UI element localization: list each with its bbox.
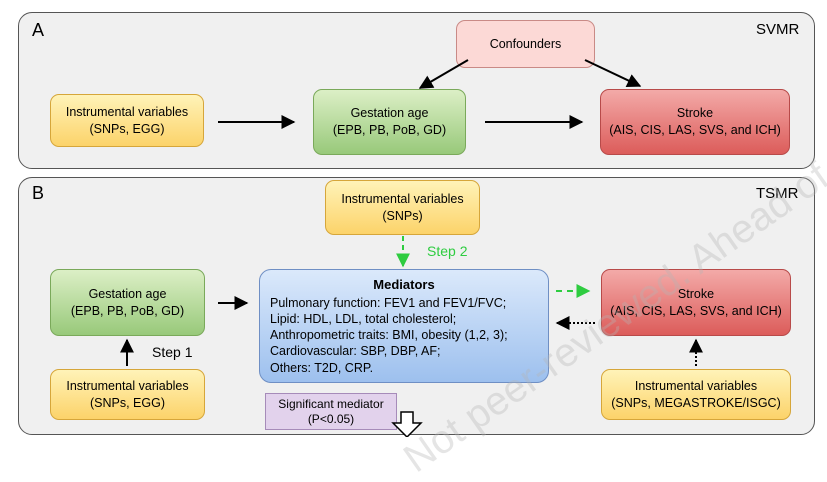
panel-b-instrumental-top-title: Instrumental variables: [341, 191, 464, 206]
panel-b-instrumental-top-detail: (SNPs): [382, 208, 423, 223]
mediator-item: Anthropometric traits: BMI, obesity (1,2…: [270, 328, 508, 343]
panel-b-instrumental-variables-right-box: Instrumental variables (SNPs, MEGASTROKE…: [601, 369, 791, 420]
step-1-label: Step 1: [152, 344, 193, 360]
panel-b-method-label: TSMR: [756, 185, 799, 202]
panel-a-gestation-age-box: Gestation age (EPB, PB, PoB, GD): [313, 89, 466, 155]
panel-b-instrumental-right-title: Instrumental variables: [634, 378, 758, 393]
step-2-label: Step 2: [427, 243, 468, 259]
arrows-layer: [120, 59, 703, 437]
panel-a-method-label: SVMR: [756, 21, 800, 38]
panel-a-stroke-box: Stroke (AIS, CIS, LAS, SVS, and ICH): [600, 89, 790, 155]
panel-b-gestation-detail: (EPB, PB, PoB, GD): [70, 303, 185, 318]
arrow-confounders-to-gestation: [418, 59, 469, 89]
mediators-box: Mediators Pulmonary function: FEV1 and F…: [259, 269, 549, 383]
panel-b-instrumental-left-detail: (SNPs, EGG): [89, 395, 165, 410]
panel-a-gestation-title: Gestation age: [350, 106, 429, 121]
panel-a-instrumental-title: Instrumental variables: [65, 104, 189, 119]
significant-mediator-title: Significant mediator: [278, 397, 384, 412]
panel-a-instrumental-variables-box: Instrumental variables (SNPs, EGG): [50, 94, 204, 147]
panel-a-label: A: [32, 20, 45, 40]
panel-b-instrumental-left-title: Instrumental variables: [66, 378, 189, 393]
panel-b-gestation-age-box: Gestation age (EPB, PB, PoB, GD): [50, 269, 205, 336]
panel-b-stroke-box: Stroke (AIS, CIS, LAS, SVS, and ICH): [601, 269, 791, 336]
confounders-label: Confounders: [489, 36, 562, 51]
significant-mediator-threshold: (P<0.05): [307, 411, 355, 426]
mediator-item: Cardiovascular: SBP, DBP, AF;: [270, 344, 441, 359]
panel-b-stroke-title: Stroke: [677, 286, 715, 301]
mediator-item: Pulmonary function: FEV1 and FEV1/FVC;: [270, 295, 507, 310]
hollow-down-arrow: [391, 411, 423, 437]
panel-a-stroke-title: Stroke: [676, 106, 714, 121]
panel-b-instrumental-variables-left-box: Instrumental variables (SNPs, EGG): [50, 369, 205, 420]
significant-mediator-box: Significant mediator (P<0.05): [265, 393, 397, 430]
panel-b-label: B: [32, 183, 45, 203]
panel-b-instrumental-variables-top-box: Instrumental variables (SNPs): [325, 180, 480, 235]
mediator-item: Lipid: HDL, LDL, total cholesterol;: [270, 311, 457, 326]
arrow-confounders-to-stroke: [584, 59, 642, 87]
panel-b-gestation-title: Gestation age: [88, 286, 167, 301]
panel-a-instrumental-detail: (SNPs, EGG): [89, 121, 165, 136]
panel-a-gestation-detail: (EPB, PB, PoB, GD): [332, 123, 447, 137]
mediator-item: Others: T2D, CRP.: [270, 360, 374, 375]
panel-b-instrumental-right-detail: (SNPs, MEGASTROKE/ISGC): [611, 395, 781, 410]
panel-a-stroke-detail: (AIS, CIS, LAS, SVS, and ICH): [609, 123, 781, 137]
panel-b-stroke-detail: (AIS, CIS, LAS, SVS, and ICH): [610, 303, 782, 318]
mediators-title: Mediators: [373, 277, 435, 293]
confounders-box: Confounders: [456, 20, 595, 68]
